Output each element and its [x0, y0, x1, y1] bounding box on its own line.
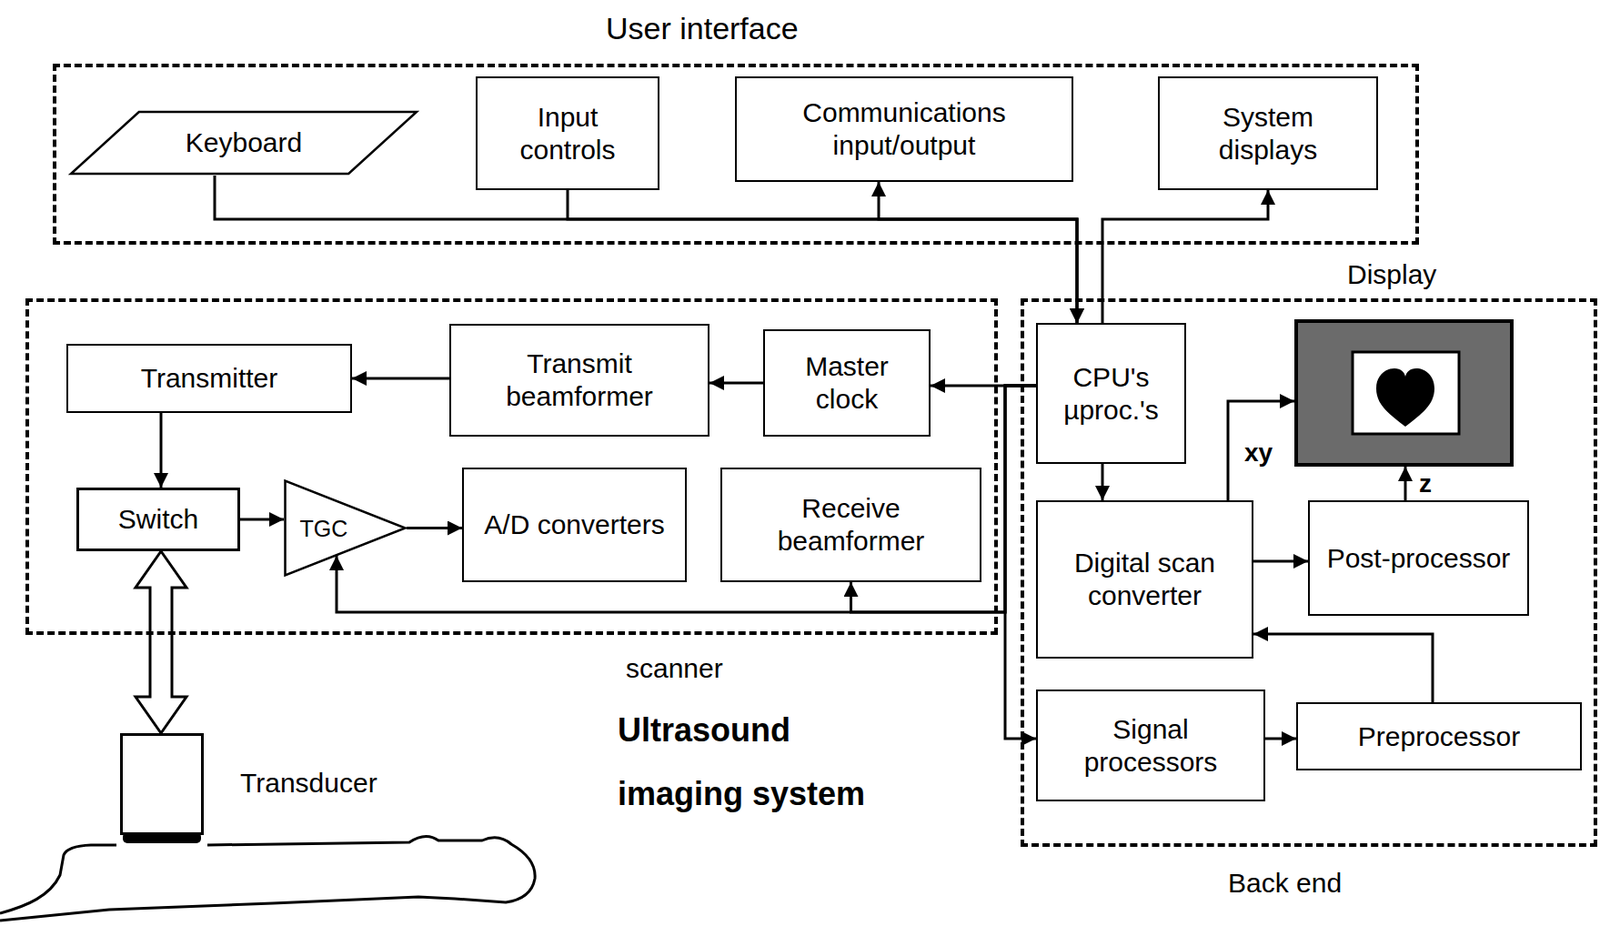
signal-arrow: [1253, 560, 1309, 564]
node-label: Transmitter: [140, 362, 279, 395]
node-label: Post-processor: [1327, 542, 1511, 575]
node-label: Digital scan converter: [1048, 546, 1241, 613]
transducer-probe: Transducer: [120, 733, 204, 846]
node-label: A/D converters: [483, 508, 665, 542]
signal-arrow: [709, 382, 764, 385]
process-box: Receive beamformer: [720, 467, 982, 583]
process-box: A/D converters: [462, 467, 687, 583]
node-label: Receive beamformer: [733, 492, 969, 558]
screen-frame: [1296, 321, 1512, 465]
process-box: Signal processors: [1036, 689, 1266, 802]
switch-box: Switch: [76, 487, 241, 552]
heart-image: [1376, 368, 1435, 427]
scanner-group: Transmitter Transmit beamformer Master clo…: [25, 298, 998, 635]
process-box: Post-processor: [1308, 500, 1530, 616]
node-label: Communications input/output: [747, 96, 1061, 162]
triangle: [285, 481, 406, 576]
node-label: Switch: [118, 503, 199, 536]
signal-arrow: [567, 190, 1077, 323]
connectors: [135, 175, 1433, 739]
node-label: Master clock: [775, 350, 918, 416]
cpu-box: CPU's µproc.'s: [1036, 322, 1187, 464]
signal-arrow: [1101, 463, 1105, 501]
backend-group: CPU's µproc.'s DisplayDigital scan conver…: [1020, 298, 1598, 847]
signal-arrow: [160, 412, 163, 488]
signal-label: xy: [1242, 440, 1275, 466]
amplifier-triangle: TGC: [283, 479, 407, 577]
patient-outline: [0, 835, 535, 921]
node-label: System displays: [1170, 100, 1366, 167]
probe-face: [122, 832, 202, 844]
node-label: Signal processors: [1048, 713, 1253, 779]
signal-arrow: [1102, 190, 1268, 323]
process-box: Digital scan converter: [1036, 500, 1254, 659]
process-box: System displays: [1157, 76, 1379, 191]
keyboard-shape: Keyboard: [69, 110, 419, 176]
node-heading: scanner: [625, 653, 724, 685]
signal-arrow: [406, 526, 463, 530]
signal-arrow: [352, 377, 450, 381]
signal-arrow: [1404, 466, 1408, 501]
process-box: Transmit beamformer: [449, 323, 710, 437]
node-heading: Back end: [1227, 867, 1342, 900]
process-box: Transmitter: [66, 343, 353, 413]
node-heading: Transducer: [240, 767, 378, 800]
process-box: Communications input/output: [734, 76, 1074, 182]
screen-image: [1352, 352, 1460, 434]
system-title: Ultrasound imaging system: [617, 698, 882, 826]
node-heading: User interface: [605, 10, 799, 47]
signal-arrow: [1265, 737, 1297, 741]
node-label: Transmit beamformer: [462, 347, 697, 413]
acoustic-double-arrow: [135, 551, 187, 734]
signal-arrow: [1253, 633, 1433, 703]
transducer-probe-outline: [120, 733, 204, 846]
node-label: Preprocessor: [1358, 720, 1520, 754]
process-box: Master clock: [763, 329, 931, 437]
node-label: CPU's µproc.'s: [1048, 361, 1174, 427]
node-label: TGC: [299, 514, 348, 543]
process-box: Input controls: [475, 76, 660, 191]
signal-label: z: [1417, 471, 1434, 497]
display-screen-outline: [1294, 319, 1514, 467]
probe-body: [121, 734, 203, 835]
display-screen: Display: [1294, 319, 1514, 467]
parallelogram: [70, 111, 417, 174]
process-box: Preprocessor: [1296, 702, 1582, 771]
node-label: Keyboard: [185, 126, 302, 160]
node-heading: Display: [1347, 259, 1437, 292]
signal-arrow: [240, 518, 284, 522]
node-label: Input controls: [488, 100, 647, 167]
ui-group: Keyboard Input controls Communications inp…: [52, 63, 1419, 245]
signal-arrow: [1227, 401, 1295, 501]
